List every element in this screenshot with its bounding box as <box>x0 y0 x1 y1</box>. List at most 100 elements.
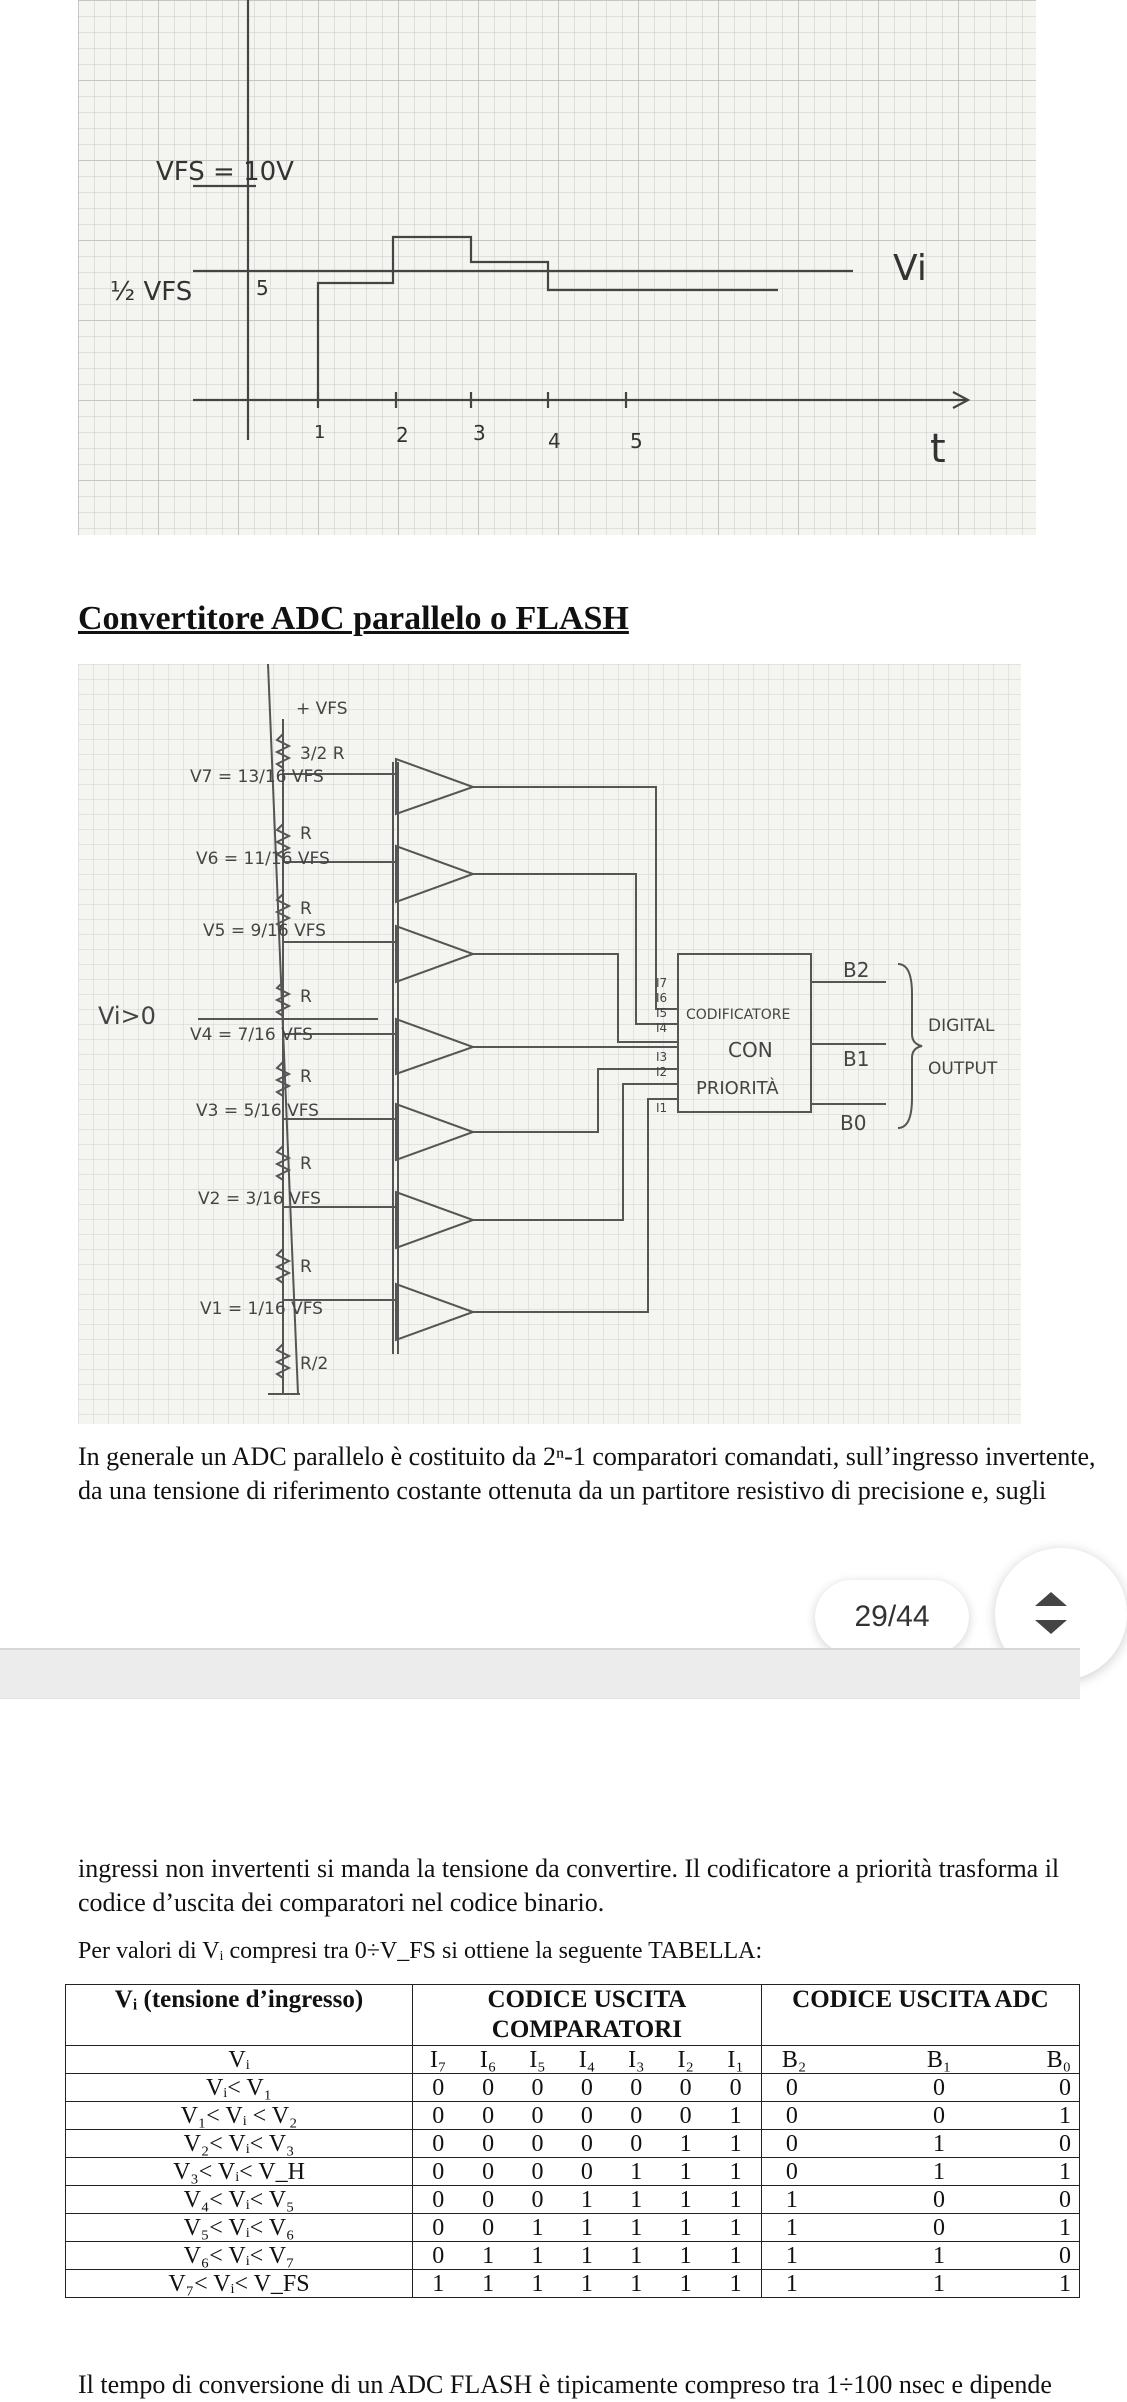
enc-in-i3: I3 <box>656 1050 667 1064</box>
adc-bit: 0 <box>901 2073 977 2102</box>
digital-label: DIGITAL <box>928 1016 995 1036</box>
adc-bit: 0 <box>901 2185 977 2214</box>
r-label-6: R <box>300 1154 312 1174</box>
comparator-bit: 0 <box>562 2073 612 2102</box>
sub-header-i6: I₆ <box>463 2045 513 2074</box>
section-heading: Convertitore ADC parallelo o FLASH <box>78 600 629 637</box>
comparator-bit: 0 <box>512 2185 563 2214</box>
tap-v7: V7 = 13/16 VFS <box>190 767 324 787</box>
comparator-bit: 0 <box>562 2157 612 2186</box>
comparator-bit: 1 <box>660 2157 711 2186</box>
enc-in-i1: I1 <box>656 1101 667 1115</box>
comparator-bit: 0 <box>463 2073 513 2102</box>
sub-header-b1: B₁ <box>901 2045 977 2074</box>
sub-header-i2: I₂ <box>660 2045 711 2074</box>
adc-bit: 1 <box>901 2129 977 2158</box>
comparator-bit: 0 <box>611 2073 661 2102</box>
comparator-bit: 0 <box>562 2129 612 2158</box>
level-label: 5 <box>256 276 269 300</box>
r-label-4: R <box>300 987 312 1007</box>
sub-header-i5: I₅ <box>512 2045 563 2074</box>
tap-v6: V6 = 11/16 VFS <box>196 849 330 869</box>
comparator-bit: 0 <box>412 2185 464 2214</box>
out-b1: B1 <box>843 1047 869 1071</box>
comparator-bit: 0 <box>660 2073 711 2102</box>
sub-header-i7: I₇ <box>412 2045 464 2074</box>
paragraph-2-line-2: codice d’uscita dei comparatori nel codi… <box>78 1888 605 1917</box>
comparator-bit: 0 <box>463 2101 513 2130</box>
comparator-bit: 0 <box>512 2157 563 2186</box>
comparator-bit: 0 <box>562 2101 612 2130</box>
tick-5: 5 <box>630 429 643 453</box>
r-label-1: 3/2 R <box>300 744 345 764</box>
sub-header-b0: B₀ <box>976 2045 1080 2074</box>
comparator-bit: 1 <box>710 2157 762 2186</box>
adc-bit: 0 <box>976 2073 1080 2102</box>
comparator-bit: 1 <box>660 2213 711 2242</box>
adc-bit: 0 <box>901 2101 977 2130</box>
enc-in-i4: I4 <box>656 1021 667 1035</box>
out-b0: B0 <box>840 1111 866 1135</box>
vi-label: Vi <box>893 248 927 289</box>
enc-in-i2: I2 <box>656 1065 667 1079</box>
comparator-bit: 1 <box>611 2241 661 2270</box>
adc-bit: 1 <box>976 2101 1080 2130</box>
comparator-bit: 0 <box>412 2129 464 2158</box>
comparator-bit: 0 <box>611 2101 661 2130</box>
row-label: V₆< Vᵢ< V₇ <box>65 2241 413 2270</box>
comparator-bit: 1 <box>710 2241 762 2270</box>
sub-header-b2: B₂ <box>760 2045 902 2074</box>
waveform-graph: VFS = 10V ½ VFS 5 Vi t 1 2 3 4 5 <box>78 0 1036 535</box>
page-separator <box>0 1648 1080 1699</box>
tick-1: 1 <box>314 422 325 443</box>
row-label: Vᵢ< V₁ <box>65 2073 413 2102</box>
adc-bit: 1 <box>760 2241 902 2270</box>
adc-bit: 1 <box>976 2269 1080 2298</box>
comparator-bit: 0 <box>512 2073 563 2102</box>
scroll-arrows-icon <box>1035 1592 1067 1634</box>
adc-bit: 1 <box>901 2157 977 2186</box>
comparator-bit: 0 <box>463 2185 513 2214</box>
comparator-bit: 0 <box>660 2101 711 2130</box>
r-label-3: R <box>300 899 312 919</box>
adc-bit: 0 <box>976 2129 1080 2158</box>
adc-bit: 0 <box>976 2241 1080 2270</box>
adc-bit: 1 <box>976 2213 1080 2242</box>
comparator-bit: 0 <box>463 2129 513 2158</box>
comparator-bit: 0 <box>512 2129 563 2158</box>
r-label-7: R <box>300 1257 312 1277</box>
adc-bit: 0 <box>901 2213 977 2242</box>
comparator-bit: 1 <box>512 2241 563 2270</box>
tick-4: 4 <box>548 429 561 453</box>
tap-v4: V4 = 7/16 VFS <box>190 1025 313 1045</box>
tick-3: 3 <box>473 421 486 445</box>
comparator-bit: 1 <box>660 2269 711 2298</box>
comparator-bit: 1 <box>710 2129 762 2158</box>
comparator-bit: 0 <box>412 2241 464 2270</box>
sub-header-i1: I₁ <box>710 2045 762 2074</box>
tap-v5: V5 = 9/16 VFS <box>203 921 326 941</box>
paragraph-1-line-2: da una tensione di riferimento costante … <box>78 1476 1047 1505</box>
paragraph-1-line-1: In generale un ADC parallelo è costituit… <box>78 1442 1096 1471</box>
adc-bit: 0 <box>760 2129 902 2158</box>
paragraph-3: Per valori di Vᵢ compresi tra 0÷V_FS si … <box>78 1938 763 1964</box>
page-indicator[interactable]: 29/44 <box>815 1580 969 1654</box>
output-label: OUTPUT <box>928 1059 998 1079</box>
row-label: V₁< Vᵢ < V₂ <box>65 2101 413 2130</box>
comparator-bit: 1 <box>710 2269 762 2298</box>
header-adc: CODICE USCITA ADC <box>760 1984 1081 2046</box>
input-label: Vi>0 <box>98 1002 156 1030</box>
adc-bit: 1 <box>760 2213 902 2242</box>
adc-bit: 0 <box>976 2185 1080 2214</box>
tick-2: 2 <box>396 423 409 447</box>
comparator-bit: 0 <box>412 2213 464 2242</box>
enc-in-i6: I6 <box>656 991 667 1005</box>
comparator-bit: 1 <box>512 2269 563 2298</box>
comparator-bit: 0 <box>412 2073 464 2102</box>
comparator-bit: 1 <box>660 2185 711 2214</box>
row-label: V₄< Vᵢ< V₅ <box>65 2185 413 2214</box>
